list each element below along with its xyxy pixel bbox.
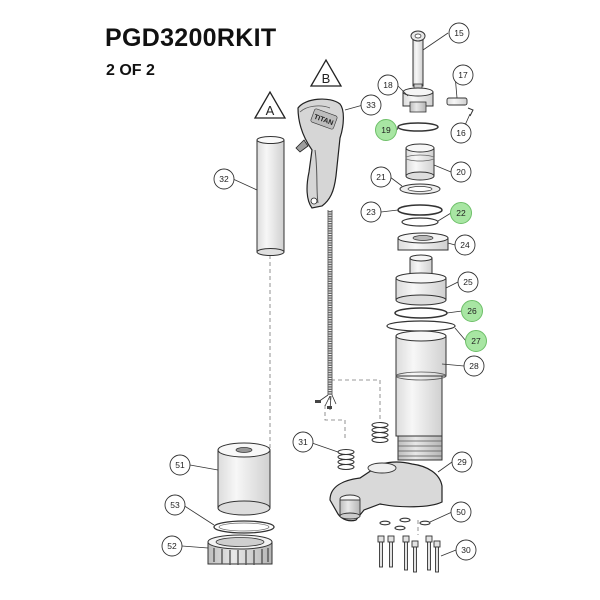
part-29-manifold (329, 461, 443, 522)
callout-16: 16 (450, 122, 472, 144)
part-16-clip (467, 107, 474, 117)
part-50-small-orings (379, 517, 431, 531)
section-marker-b-label: B (322, 71, 331, 86)
svg-text:20: 20 (456, 167, 466, 177)
callout-15: 15 (448, 22, 470, 44)
callout-33: 33 (360, 94, 382, 116)
part-18-cap (402, 87, 434, 113)
svg-text:31: 31 (298, 437, 308, 447)
part-52-nut (207, 534, 273, 565)
section-marker-b: B (309, 58, 343, 87)
part-27-gasket (386, 320, 456, 332)
svg-text:29: 29 (457, 457, 467, 467)
svg-text:52: 52 (167, 541, 177, 551)
callout-21: 21 (370, 166, 392, 188)
part-15-rod (410, 30, 426, 93)
callout-53: 53 (164, 494, 186, 516)
svg-text:23: 23 (366, 207, 376, 217)
svg-text:30: 30 (461, 545, 471, 555)
part-33-handle: TITAN (295, 98, 344, 209)
part-28-cylinder (395, 330, 447, 461)
diagram-title: PGD3200RKIT (105, 24, 277, 52)
section-marker-a-label: A (266, 103, 275, 118)
callout-20: 20 (450, 161, 472, 183)
part-53-gasket (213, 520, 275, 534)
svg-text:18: 18 (383, 80, 393, 90)
callout-18: 18 (377, 74, 399, 96)
part-19-oring (397, 122, 439, 132)
callout-17: 17 (452, 64, 474, 86)
svg-text:25: 25 (463, 277, 473, 287)
svg-text:50: 50 (456, 507, 466, 517)
part-32-tube (256, 136, 285, 256)
leader-lines (181, 32, 471, 557)
part-21-washer (399, 183, 441, 195)
part-51-filter (217, 442, 271, 516)
svg-text:22: 22 (456, 208, 466, 218)
svg-text:27: 27 (471, 336, 481, 346)
part-17-pin (446, 97, 468, 106)
coiled-cable (315, 210, 337, 411)
svg-text:21: 21 (376, 172, 386, 182)
section-marker-a: A (253, 90, 287, 119)
callout-52: 52 (161, 535, 183, 557)
svg-text:51: 51 (175, 460, 185, 470)
callout-28: 28 (463, 355, 485, 377)
callout-50: 50 (450, 501, 472, 523)
callout-31: 31 (292, 431, 314, 453)
part-24-nut (397, 232, 449, 251)
callout-32: 32 (213, 168, 235, 190)
part-26-oring (394, 307, 448, 319)
svg-text:19: 19 (381, 125, 391, 135)
svg-text:16: 16 (456, 128, 466, 138)
callout-26: 26 (461, 300, 483, 322)
part-22-ring (401, 217, 439, 227)
callout-19: 19 (375, 119, 397, 141)
svg-text:53: 53 (170, 500, 180, 510)
svg-text:26: 26 (467, 306, 477, 316)
callout-23: 23 (360, 201, 382, 223)
svg-text:24: 24 (460, 240, 470, 250)
callout-29: 29 (451, 451, 473, 473)
svg-text:32: 32 (219, 174, 229, 184)
svg-text:28: 28 (469, 361, 479, 371)
part-23-seal (397, 204, 443, 216)
diagram-subtitle: 2 OF 2 (106, 62, 155, 79)
callout-25: 25 (457, 271, 479, 293)
part-31-springs (337, 421, 389, 471)
svg-text:15: 15 (454, 28, 464, 38)
svg-text:33: 33 (366, 100, 376, 110)
part-20-sleeve (405, 143, 435, 181)
callout-24: 24 (454, 234, 476, 256)
callout-51: 51 (169, 454, 191, 476)
svg-text:17: 17 (458, 70, 468, 80)
part-30-bolts (377, 535, 441, 573)
callout-22: 22 (450, 202, 472, 224)
callout-27: 27 (465, 330, 487, 352)
callout-30: 30 (455, 539, 477, 561)
part-25-head (395, 254, 447, 306)
